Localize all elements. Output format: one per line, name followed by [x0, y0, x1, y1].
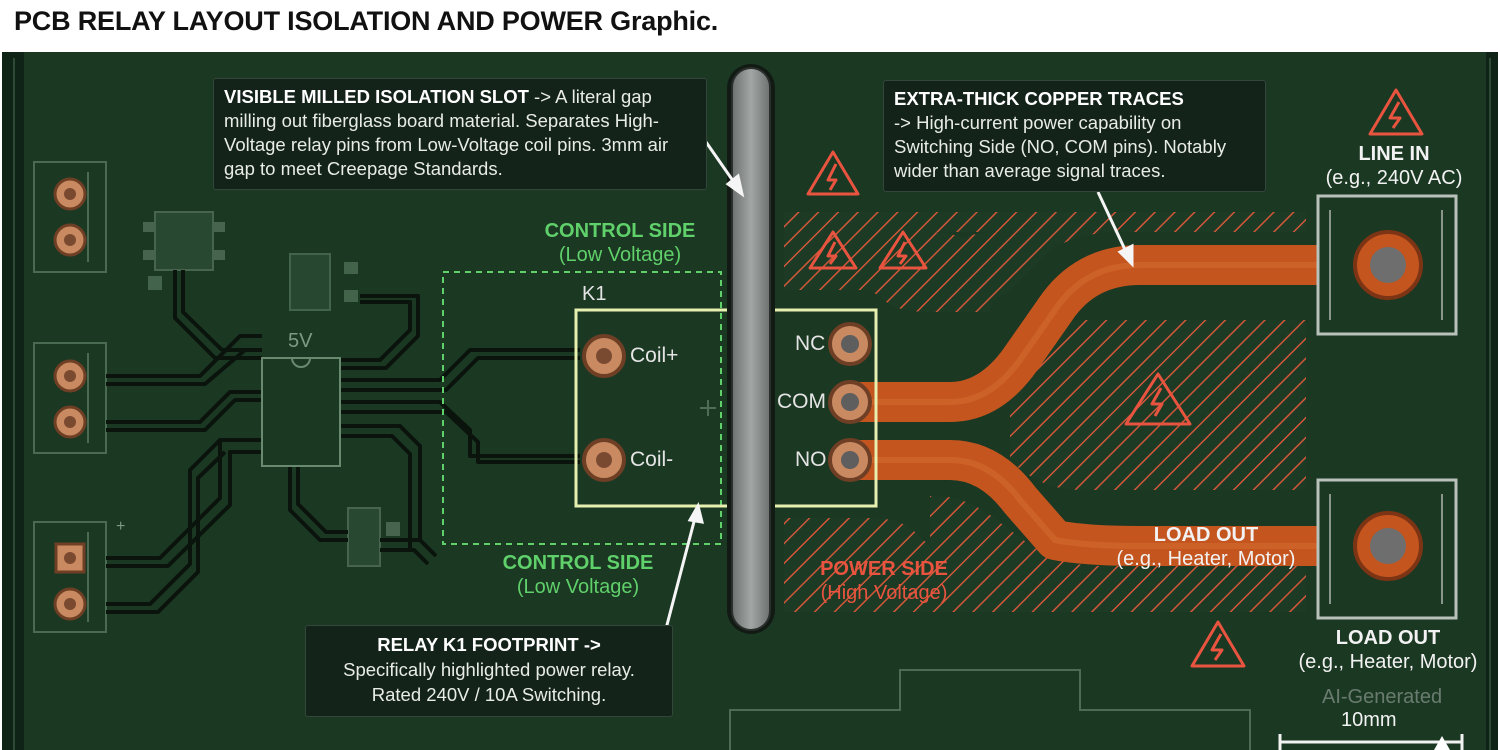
callout-relay-k1: RELAY K1 FOOTPRINT -> Specifically highl… — [305, 625, 673, 717]
control-side-sub: (Low Voltage) — [516, 576, 640, 598]
callout-copper-body: -> High-current power capability on Swit… — [894, 112, 1227, 181]
load-out-title: LOAD OUT — [1335, 627, 1441, 649]
callout-slot-body: -> A literal gap milling out fiberglass … — [224, 86, 669, 179]
pin-label-com: COM — [777, 390, 826, 413]
relay-pads — [582, 322, 872, 482]
relay-ref-label: K1 — [582, 283, 607, 305]
plus-mark: + — [116, 518, 126, 535]
terminal-line-in — [1316, 194, 1458, 336]
control-side-title: CONTROL SIDE — [544, 220, 696, 242]
callout-copper-heading: EXTRA-THICK COPPER TRACES — [894, 88, 1184, 109]
scale-bar — [1278, 734, 1464, 750]
label-power-side: POWER SIDE (High Voltage) — [784, 557, 984, 605]
warning-icon — [808, 230, 858, 270]
label-load-out-terminal: LOAD OUT (e.g., Heater, Motor) — [1282, 626, 1494, 674]
power-side-title: POWER SIDE — [820, 558, 948, 580]
callout-slot-heading: VISIBLE MILLED ISOLATION SLOT — [224, 86, 529, 107]
power-side-hatch — [784, 212, 1306, 612]
warning-icon — [878, 230, 928, 270]
warning-icon — [1190, 620, 1246, 668]
pin-label-nc: NC — [795, 332, 826, 355]
smd-component-q1 — [148, 253, 358, 311]
terminal-block-2 — [33, 342, 107, 454]
line-in-title: LINE IN — [1358, 143, 1430, 165]
warning-icon — [1368, 88, 1424, 136]
control-side-sub: (Low Voltage) — [558, 244, 682, 266]
terminal-load-out — [1316, 478, 1458, 620]
pin-label-coil-plus: Coil+ — [630, 344, 679, 367]
callout-copper-traces: EXTRA-THICK COPPER TRACES -> High-curren… — [883, 80, 1266, 192]
callout-isolation-slot: VISIBLE MILLED ISOLATION SLOT -> A liter… — [213, 78, 707, 190]
label-load-out-trace: LOAD OUT (e.g., Heater, Motor) — [1096, 523, 1316, 571]
load-out-title: LOAD OUT — [1153, 524, 1259, 546]
pin-label-no: NO — [795, 448, 827, 471]
copper-traces — [832, 245, 1410, 566]
callout-relay-line1: Specifically highlighted power relay. — [343, 659, 635, 680]
terminal-block-3 — [33, 521, 107, 633]
pin-label-coil-minus: Coil- — [630, 448, 674, 471]
load-out-sub: (e.g., Heater, Motor) — [1116, 548, 1296, 570]
isolation-slot — [731, 67, 771, 631]
bottom-component-outline — [729, 669, 1251, 750]
scale-marker — [1434, 736, 1450, 750]
relay-k1-outline — [574, 308, 878, 508]
label-control-side-bottom: CONTROL SIDE (Low Voltage) — [478, 551, 678, 599]
voltage-5v-label: 5V — [288, 330, 313, 352]
scale-bar-label: 10mm — [1341, 709, 1397, 731]
signal-traces — [106, 270, 580, 614]
terminal-block-1 — [33, 161, 107, 273]
power-side-sub: (High Voltage) — [820, 582, 948, 604]
smd-component-d1 — [347, 507, 400, 567]
smd-component-u1 — [143, 211, 225, 271]
warning-icon — [1124, 372, 1192, 426]
label-control-side-top: CONTROL SIDE (Low Voltage) — [520, 219, 720, 267]
page-title: PCB RELAY LAYOUT ISOLATION AND POWER Gra… — [14, 6, 719, 36]
callout-relay-line2: Rated 240V / 10A Switching. — [371, 684, 607, 705]
load-out-sub: (e.g., Heater, Motor) — [1298, 651, 1478, 673]
label-line-in: LINE IN (e.g., 240V AC) — [1296, 142, 1492, 190]
callout-relay-heading: RELAY K1 FOOTPRINT -> — [377, 634, 601, 655]
control-side-title: CONTROL SIDE — [502, 552, 654, 574]
dip-ic — [261, 357, 341, 467]
watermark: AI-Generated — [1322, 686, 1443, 708]
relay-center-mark — [700, 400, 716, 416]
warning-icon — [806, 150, 860, 196]
line-in-sub: (e.g., 240V AC) — [1325, 167, 1463, 189]
